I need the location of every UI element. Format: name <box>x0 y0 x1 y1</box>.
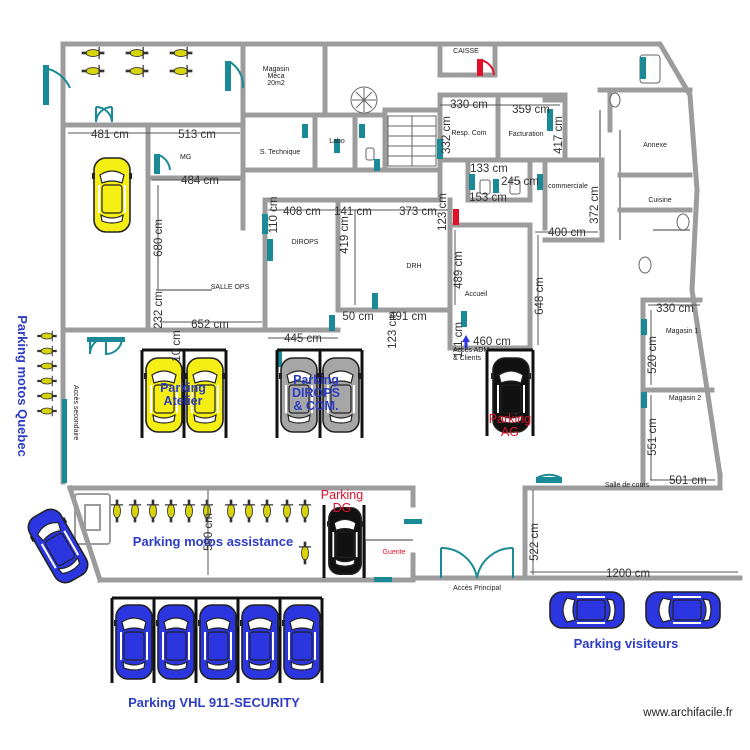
car-blue-vhl-5 <box>282 604 322 680</box>
room-facturation-label: Facturation <box>508 131 543 138</box>
room-drh-label: DRH <box>406 263 421 270</box>
parking-labels: Parking motos Quebec Parking Atelier Par… <box>15 315 678 710</box>
room-s-technique-label: S. Technique <box>260 149 300 156</box>
dim-520: 520 cm <box>647 336 659 374</box>
dim-680: 680 cm <box>153 219 165 257</box>
room-dirops-label: DIROPS <box>292 239 319 246</box>
dim-110: 110 cm <box>268 197 280 234</box>
dim-460: 460 cm <box>473 336 511 348</box>
guerite-label: Guerite <box>383 549 406 556</box>
car-blue-visiteur-2 <box>644 590 722 630</box>
dim-153: 153 cm <box>469 192 507 204</box>
parking-vhl-label: Parking VHL 911-SECURITY <box>128 695 300 710</box>
room-caisse-label: CAISSE <box>453 48 479 55</box>
walls <box>60 41 743 584</box>
dim-513: 513 cm <box>178 129 216 141</box>
parking-motos-assistance-label: Parking motos assistance <box>133 534 293 549</box>
car-blue-vhl-1 <box>114 604 154 680</box>
parking-atelier-label-1: Parking <box>160 381 206 395</box>
dim-133: 133 cm <box>470 163 508 175</box>
dim-484: 484 cm <box>181 175 219 187</box>
parking-ag-label-2: AG <box>501 425 519 439</box>
room-magasin-label: Magasin <box>263 66 290 73</box>
room-magasin1-label: Magasin 1 <box>666 328 698 335</box>
staircase <box>350 86 437 167</box>
car-blue-visiteur-1 <box>548 590 626 630</box>
dimension-labels: 481 cm 513 cm 484 cm 680 cm 232 cm 652 c… <box>91 99 707 580</box>
room-cuisine-label: Cuisine <box>648 197 671 204</box>
dim-445: 445 cm <box>284 333 322 345</box>
dim-489: 489 cm <box>453 251 465 289</box>
dim-400: 400 cm <box>548 227 586 239</box>
dim-408: 408 cm <box>283 206 321 218</box>
dim-330b: 330 cm <box>656 303 694 315</box>
parking-dirops-label-1: Parking <box>293 373 339 387</box>
parking-dirops-label-2: DIROPS <box>292 386 340 400</box>
doors <box>43 57 647 582</box>
dim-111: 111 cm <box>453 322 465 358</box>
dim-417: 417 cm <box>553 116 565 154</box>
dim-232: 232 cm <box>153 291 165 329</box>
room-magasin-sub2: 20m2 <box>267 80 285 87</box>
up-arrow-icon <box>462 335 470 348</box>
car-blue-vhl-4 <box>240 604 280 680</box>
acces-secondaire-label: Accès secondaire <box>72 385 79 440</box>
parking-visiteurs-label: Parking visiteurs <box>574 636 679 651</box>
acces-adm-label-2: & Clients <box>453 355 482 362</box>
room-resp-com-label: Resp. Com <box>451 130 486 137</box>
room-magasin2-label: Magasin 2 <box>669 395 701 402</box>
parking-dg-label-2: DG <box>333 501 352 515</box>
dim-419: 419 cm <box>339 216 351 254</box>
dim-123a: 123 cm <box>437 193 449 231</box>
dim-501: 501 cm <box>669 475 707 487</box>
dim-50: 50 cm <box>342 311 373 323</box>
parking-atelier-label-2: Atelier <box>164 394 203 408</box>
parking-ag-label-1: Parking <box>489 412 531 426</box>
dim-481: 481 cm <box>91 129 129 141</box>
car-blue-vhl-2 <box>156 604 196 680</box>
dim-1200: 1200 cm <box>606 568 650 580</box>
dim-648: 648 cm <box>534 277 546 315</box>
dim-522: 522 cm <box>529 523 541 561</box>
car-black-dg <box>326 506 364 576</box>
parking-bays <box>110 348 535 683</box>
room-labels: Magasin Méca 20m2 CAISSE Resp. Com Factu… <box>72 48 701 592</box>
dim-372: 372 cm <box>589 186 601 224</box>
acces-principal-label: Accès Principal <box>453 585 501 592</box>
dim-10: 10 cm <box>171 330 183 361</box>
room-mg-label: MG <box>180 154 191 161</box>
parking-dg-label-1: Parking <box>321 488 363 502</box>
room-magasin-sub1: Méca <box>267 73 284 80</box>
dim-551: 551 cm <box>647 418 659 456</box>
room-salle-de-cours-label: Salle de cours <box>605 482 650 489</box>
dim-245: 245 cm <box>501 176 539 188</box>
car-blue-vhl-3 <box>198 604 238 680</box>
room-labo-label: Labo <box>329 138 345 145</box>
dim-330a: 330 cm <box>450 99 488 111</box>
dim-332: 332 cm <box>441 116 453 154</box>
dim-123b: 123 cm <box>387 311 399 349</box>
dim-590: 590 cm <box>203 513 215 551</box>
parking-dirops-label-3: & COM. <box>293 399 338 413</box>
room-salle-ops-label: SALLE OPS <box>211 284 250 291</box>
dim-652: 652 cm <box>191 319 229 331</box>
car-blue-quebec <box>21 502 95 590</box>
dim-373: 373 cm <box>399 206 437 218</box>
room-commerciale-label: commerciale <box>548 183 588 190</box>
dimension-lines <box>68 104 738 575</box>
dim-359: 359 cm <box>512 104 550 116</box>
watermark: www.archifacile.fr <box>642 707 733 719</box>
room-annexe-label: Annexe <box>643 142 667 149</box>
parking-motos-quebec-label: Parking motos Quebec <box>15 315 30 457</box>
room-accueil-label: Accueil <box>465 291 488 298</box>
dim-491: 491 cm <box>389 311 427 323</box>
red-doors <box>453 58 495 225</box>
acces-adm-label-1: Accès ADM <box>453 347 489 354</box>
vehicles <box>21 156 722 680</box>
car-yellow-mg <box>92 156 132 234</box>
dim-141: 141 cm <box>334 206 372 218</box>
